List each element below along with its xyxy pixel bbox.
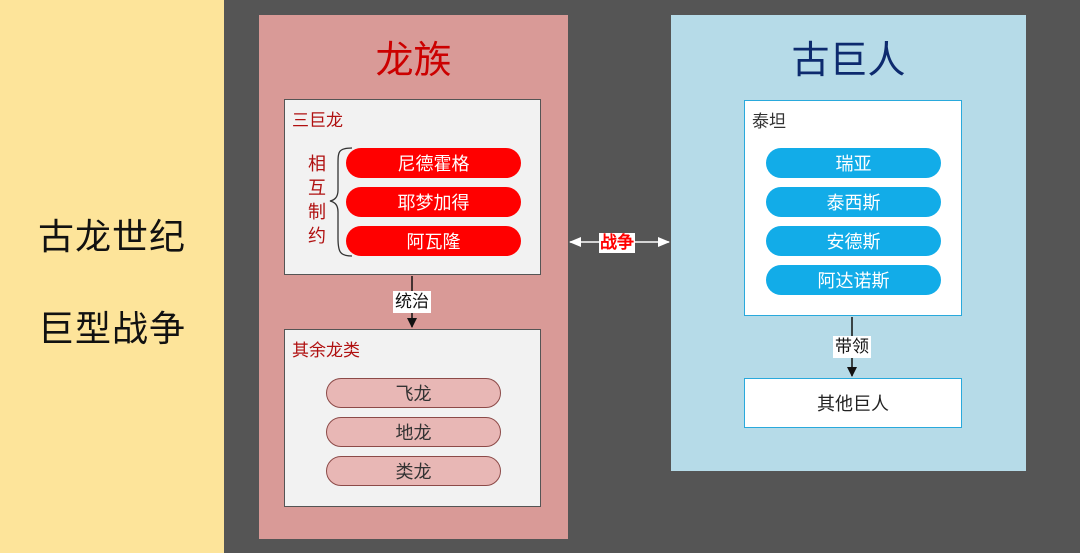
dragon-type-earth-dragon: 地龙: [326, 417, 501, 447]
era-title-line2: 巨型战争: [37, 309, 186, 350]
lead-label: 带领: [833, 336, 871, 358]
titan-tethys: 泰西斯: [766, 187, 941, 217]
mutual-restraint-char: 约: [308, 226, 326, 247]
dragon-type-dragonkin: 类龙: [326, 456, 501, 486]
titan-adanos: 阿达诺斯: [766, 265, 941, 295]
elder-dragon-jormungandr: 耶梦加得: [346, 187, 521, 217]
titan-anders: 安德斯: [766, 226, 941, 256]
mutual-restraint-label: 相 互 制 约: [305, 153, 329, 249]
rule-label: 统治: [393, 291, 431, 313]
dragon-type-wyvern: 飞龙: [326, 378, 501, 408]
elder-dragon-nidhogg: 尼德霍格: [346, 148, 521, 178]
elder-dragons-label: 三巨龙: [292, 111, 343, 131]
mutual-restraint-char: 互: [308, 178, 326, 199]
dragon-panel-title: 龙族: [375, 38, 452, 82]
war-label: 战争: [599, 233, 635, 253]
mutual-restraint-brace: [329, 147, 353, 257]
mutual-restraint-char: 相: [308, 154, 326, 175]
mutual-restraint-char: 制: [308, 202, 326, 223]
era-title-line1: 古龙世纪: [37, 217, 186, 258]
other-giants-box: 其他巨人: [744, 378, 962, 428]
titan-rhea: 瑞亚: [766, 148, 941, 178]
other-dragons-label: 其余龙类: [292, 341, 360, 361]
era-sidebar: 古龙世纪 巨型战争: [0, 0, 224, 553]
elder-dragon-avalon: 阿瓦隆: [346, 226, 521, 256]
giant-panel-title: 古巨人: [791, 38, 906, 82]
titans-label: 泰坦: [752, 112, 786, 132]
